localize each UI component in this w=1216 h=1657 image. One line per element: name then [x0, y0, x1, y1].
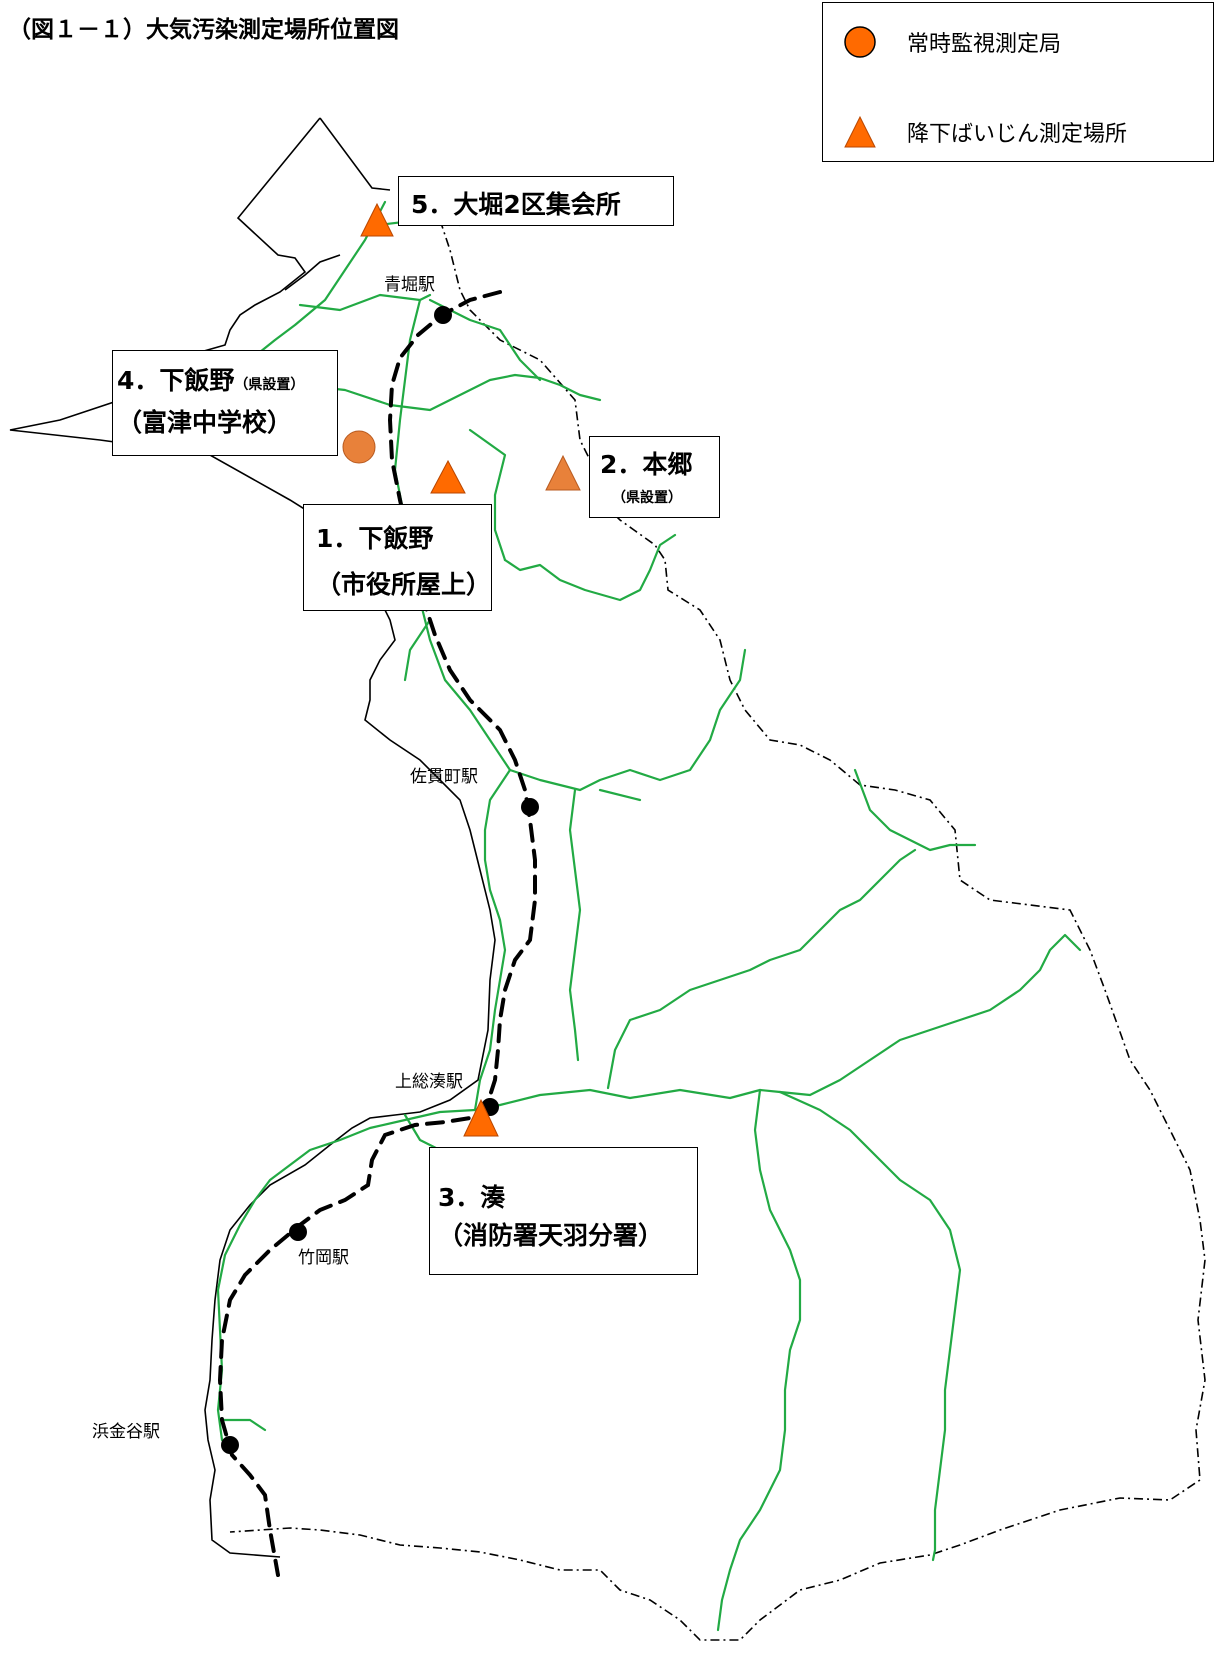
site-label-1: 1．下飯野 （市役所屋上）: [303, 504, 492, 611]
station-label-sanukimachi: 佐貫町駅: [410, 767, 478, 787]
site-label-5-name: 5．大堀2区集会所: [411, 190, 621, 219]
site-label-5: 5．大堀2区集会所: [398, 176, 674, 226]
monitoring-station-marker-4: [342, 430, 376, 464]
legend-row-dust: 降下ばいじん測定場所: [843, 115, 1127, 149]
station-label-hamakanaya: 浜金谷駅: [92, 1422, 160, 1442]
station-label-aohori: 青堀駅: [384, 275, 435, 295]
site-label-4-subtitle: （富津中学校）: [117, 408, 293, 437]
site-label-4: 4．下飯野（県設置） （富津中学校）: [112, 350, 338, 456]
station-label-takeoka: 竹岡駅: [298, 1248, 349, 1268]
site-label-2: 2．本郷 （県設置）: [589, 436, 720, 518]
site-label-4-name: 4．下飯野（県設置）: [117, 361, 337, 397]
orange-triangle-icon: [844, 115, 876, 148]
legend-row-monitoring: 常時監視測定局: [843, 25, 1061, 59]
map-title: （図１－１）大気汚染測定場所位置図: [8, 17, 399, 43]
station-dot-takeoka: [289, 1223, 307, 1241]
station-label-kazusaminato: 上総湊駅: [395, 1072, 463, 1092]
municipal-boundary: [229, 219, 1206, 1641]
station-dot-hamakanaya: [221, 1436, 239, 1454]
site-label-1-subtitle: （市役所屋上）: [316, 570, 492, 599]
site-label-4-name-main: 4．下飯野: [117, 366, 235, 395]
dust-site-marker-5: [360, 202, 394, 237]
legend-label-monitoring: 常時監視測定局: [907, 32, 1062, 57]
jr-uchibo-line: [217, 290, 537, 1577]
dust-site-marker-1: [430, 459, 466, 494]
site-label-3: 3．湊 （消防署天羽分署）: [429, 1147, 698, 1275]
site-label-3-subtitle: （消防署天羽分署）: [438, 1221, 664, 1250]
road-network: [216, 188, 1082, 1632]
orange-circle-icon: [844, 26, 876, 58]
site-label-3-name: 3．湊: [438, 1183, 506, 1212]
site-label-2-name: 2．本郷: [600, 450, 693, 479]
site-label-1-name: 1．下飯野: [316, 524, 434, 553]
legend-label-dust: 降下ばいじん測定場所: [907, 122, 1128, 147]
station-dot-sanukimachi: [521, 798, 539, 816]
legend: 常時監視測定局 降下ばいじん測定場所: [822, 2, 1214, 162]
dust-site-marker-2: [545, 454, 581, 491]
station-dots: [221, 306, 539, 1454]
site-label-2-note: （県設置）: [612, 490, 682, 506]
dust-site-marker-3: [463, 1098, 499, 1137]
site-markers: [342, 202, 581, 1137]
site-label-4-name-note: （県設置）: [234, 377, 305, 393]
station-dot-aohori: [434, 306, 452, 324]
